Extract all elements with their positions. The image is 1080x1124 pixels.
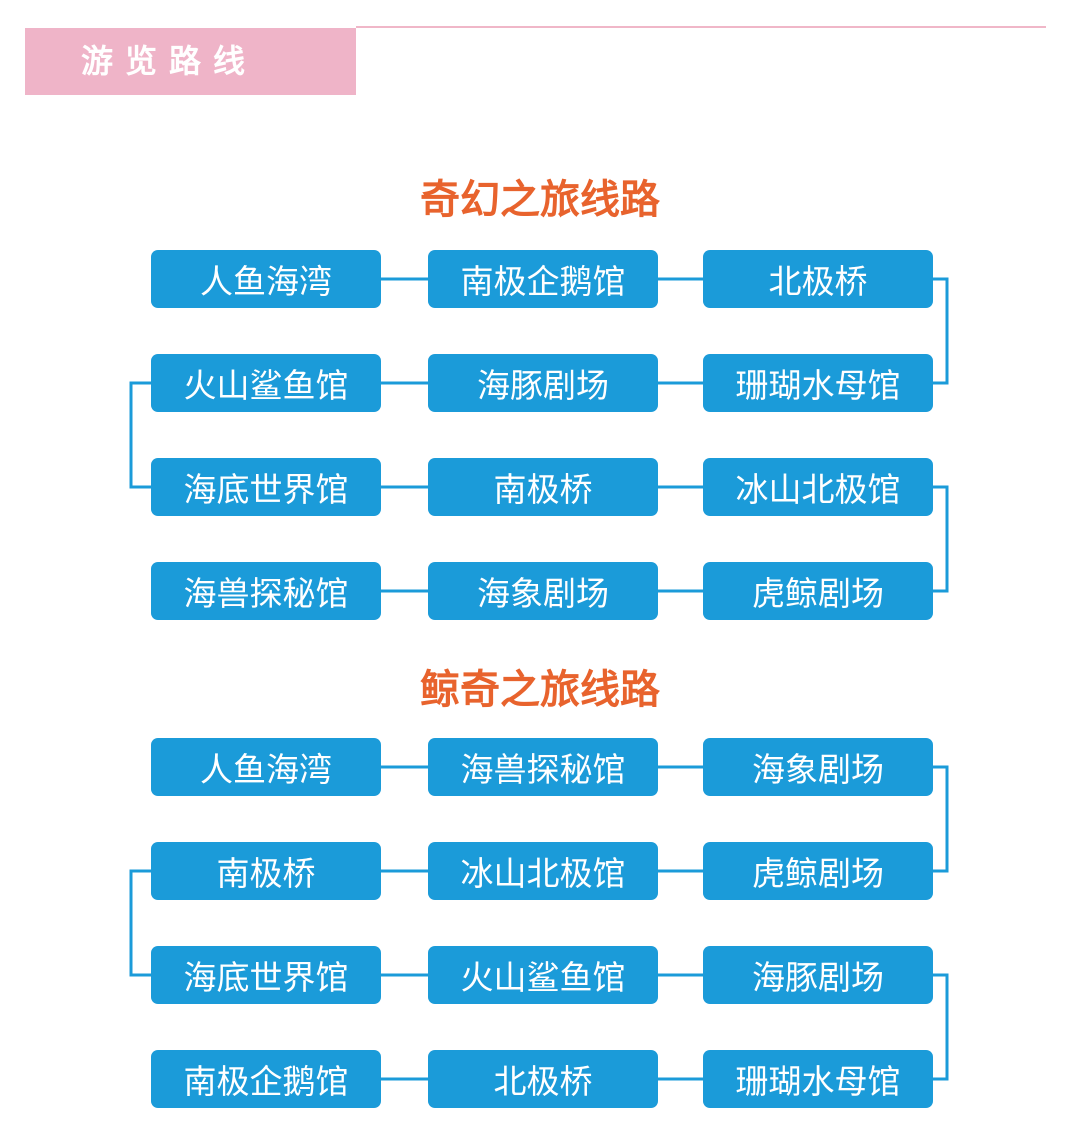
connector-line bbox=[933, 277, 949, 385]
route-stop: 海豚剧场 bbox=[428, 354, 658, 412]
route-stop: 珊瑚水母馆 bbox=[703, 1050, 933, 1108]
route-title: 奇幻之旅线路 bbox=[420, 177, 660, 223]
route-connectors bbox=[129, 765, 949, 1081]
route-stop: 海豚剧场 bbox=[703, 946, 933, 1004]
route-stop: 海象剧场 bbox=[428, 562, 658, 620]
connector-line bbox=[933, 765, 949, 873]
route-stop: 虎鲸剧场 bbox=[703, 842, 933, 900]
section-header: 游览路线 bbox=[25, 28, 356, 95]
route-stop: 虎鲸剧场 bbox=[703, 562, 933, 620]
route-stop: 南极企鹅馆 bbox=[428, 250, 658, 308]
route-stop: 北极桥 bbox=[428, 1050, 658, 1108]
header-divider-line bbox=[356, 26, 1046, 28]
route-stop: 南极企鹅馆 bbox=[151, 1050, 381, 1108]
route-stop: 火山鲨鱼馆 bbox=[151, 354, 381, 412]
connector-line bbox=[933, 485, 949, 593]
route-stop: 南极桥 bbox=[428, 458, 658, 516]
route-stop: 南极桥 bbox=[151, 842, 381, 900]
route-stop: 海底世界馆 bbox=[151, 946, 381, 1004]
route-stop: 海象剧场 bbox=[703, 738, 933, 796]
route-stop: 珊瑚水母馆 bbox=[703, 354, 933, 412]
route-stop: 人鱼海湾 bbox=[151, 250, 381, 308]
route-title: 鲸奇之旅线路 bbox=[420, 667, 660, 713]
route-stop: 海兽探秘馆 bbox=[428, 738, 658, 796]
route-stop: 海底世界馆 bbox=[151, 458, 381, 516]
route-stop: 海兽探秘馆 bbox=[151, 562, 381, 620]
connector-line bbox=[933, 973, 949, 1081]
connector-line bbox=[129, 869, 151, 977]
route-stop: 冰山北极馆 bbox=[428, 842, 658, 900]
route-connectors bbox=[129, 277, 949, 593]
route-stop: 北极桥 bbox=[703, 250, 933, 308]
route-stop: 人鱼海湾 bbox=[151, 738, 381, 796]
connector-line bbox=[129, 381, 151, 489]
route-stop: 冰山北极馆 bbox=[703, 458, 933, 516]
route-stop: 火山鲨鱼馆 bbox=[428, 946, 658, 1004]
